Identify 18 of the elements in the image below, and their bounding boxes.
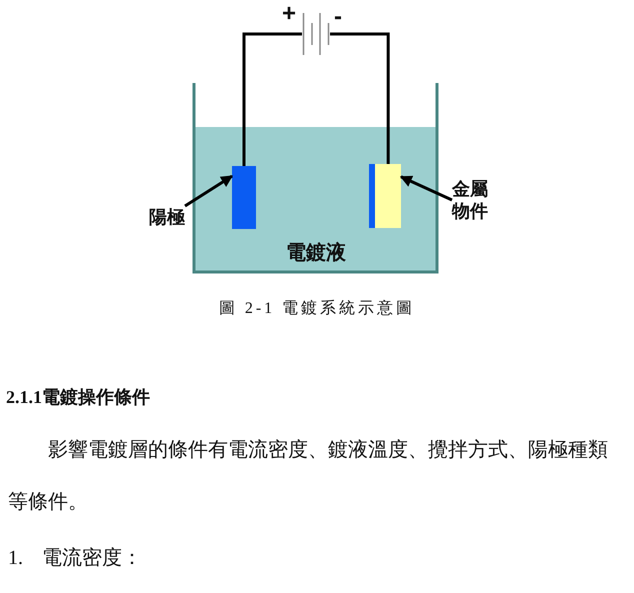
section-heading: 2.1.1電鍍操作條件 [6,386,150,408]
workpiece-label: 金屬物件 [452,178,492,222]
positive-sign: + [282,1,296,27]
battery-symbol [302,13,330,55]
wire [242,32,302,166]
metal-workpiece [369,164,401,228]
list-item-text: 電流密度： [42,546,142,570]
figure-caption: 圖 2-1 電鍍系統示意圖 [218,298,416,319]
solution-label: 電鍍液 [285,241,347,265]
negative-sign: - [334,4,342,30]
list-number: 1. [8,546,23,570]
electroplating-tank [190,83,441,276]
leader-arrow [400,175,453,202]
anode-plate [232,166,256,229]
anode-label: 陽極 [149,206,189,228]
wire [330,32,390,164]
body-paragraph: 影響電鍍層的條件有電流密度、鍍液溫度、攪拌方式、陽極種類等條件。 [8,438,609,515]
leader-arrow [184,174,233,208]
